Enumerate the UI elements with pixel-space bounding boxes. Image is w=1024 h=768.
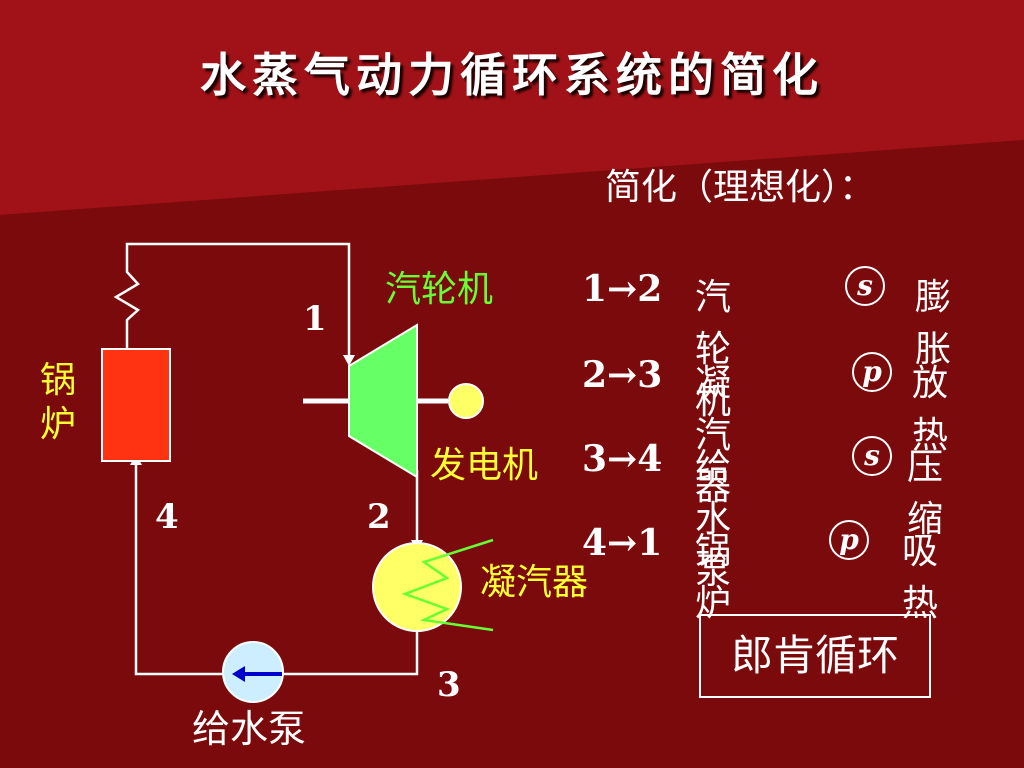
step-symbol: s [852,436,892,476]
subtitle: 简化（理想化）： [605,167,876,208]
pipe-pump-to-boiler [134,465,223,676]
point-label-1: 1 [303,299,327,339]
turbine-body [348,323,418,479]
generator-body [448,383,484,419]
boiler-label: 锅炉 [40,360,77,445]
turbine-label: 汽轮机 [385,269,494,310]
step-number: 4→1 [582,522,663,564]
step-device: 锅炉 [695,531,732,624]
step-symbol: p [829,520,869,560]
step-process: 膨胀 [915,277,952,370]
condenser-coolant-coil [401,538,494,632]
step-number: 2→3 [582,354,663,396]
pipe-boiler-to-turbine [113,242,351,355]
step-symbol: s [845,266,885,306]
step-device: 给水泵 [695,447,732,592]
step-process: 放热 [912,363,949,456]
point-label-3: 3 [437,665,461,705]
background-band [0,0,1024,215]
background-lower [0,140,1024,768]
step-symbol: p [852,352,892,392]
slide-title: 水蒸气动力循环系统的简化 [200,48,824,102]
piping [113,242,419,676]
cycle-name-box: 郎肯循环 [699,614,931,698]
condenser-body [372,542,462,632]
step-process: 压缩 [907,447,944,540]
point-label-2: 2 [367,497,391,537]
boiler-body [101,348,171,462]
step-number: 3→4 [582,438,663,480]
pump-label: 给水泵 [192,707,307,751]
step-process: 吸热 [902,531,939,624]
pipe-condenser-to-pump [283,632,419,676]
pump-arrow-head [232,666,245,682]
flow-arrow-1 [343,355,355,366]
step-device: 汽轮机 [695,277,732,422]
step-number: 1→2 [582,268,663,310]
point-label-4: 4 [155,497,179,537]
generator-label: 发电机 [430,445,539,486]
step-device: 凝汽器 [695,363,732,508]
condenser-label: 凝汽器 [480,562,589,603]
